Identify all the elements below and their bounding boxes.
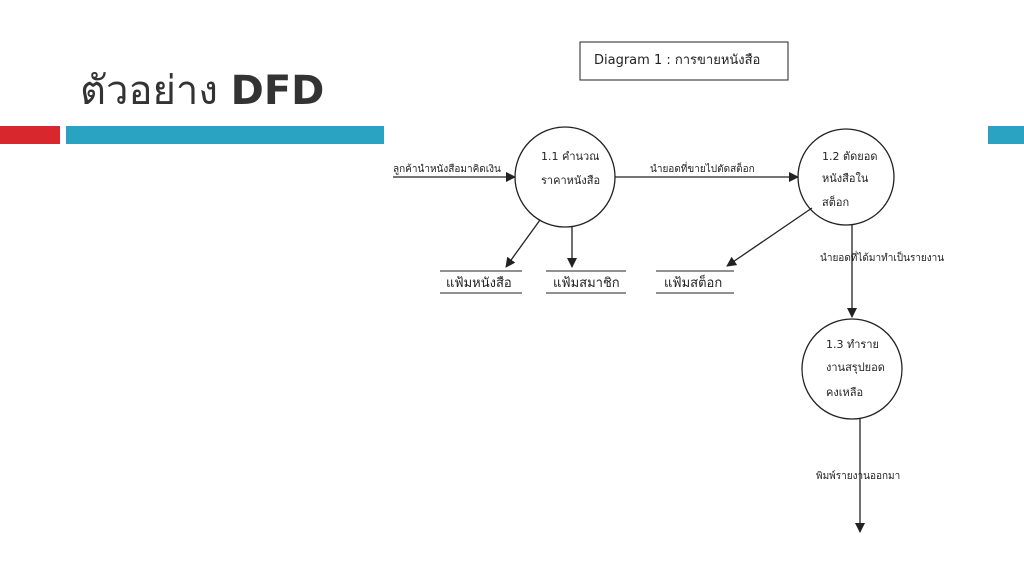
flow-output-label: พิมพ์รายงานออกมา [816, 470, 900, 482]
diagram-title-text: Diagram 1 : การขายหนังสือ [594, 52, 760, 68]
process-1-1-line2: ราคาหนังสือ [541, 174, 600, 187]
flow-p2-to-store-stock [726, 207, 813, 267]
diagram-title-box: Diagram 1 : การขายหนังสือ [579, 41, 789, 81]
process-1-3-line3: คงเหลือ [826, 386, 863, 399]
process-1-3-line2: งานสรุปยอด [826, 361, 885, 374]
data-store-stock-label: แฟ้มสต็อก [664, 273, 722, 291]
data-store-members-label: แฟ้มสมาชิก [553, 276, 620, 291]
accent-bar-blue-left [66, 126, 384, 144]
flow-p2-to-p3: นำยอดที่ได้มาทำเป็นรายงาน [820, 225, 944, 318]
flow-output: พิมพ์รายงานออกมา [816, 419, 900, 533]
flow-p1-to-p2-label: นำยอดที่ขายไปตัดสต็อก [650, 161, 755, 175]
accent-bar-red [0, 126, 60, 144]
flow-input-label: ลูกค้านำหนังสือมาคิดเงิน [393, 163, 501, 175]
accent-bar-blue-right [988, 126, 1024, 144]
data-store-books: แฟ้มหนังสือ [440, 270, 522, 294]
flow-input: ลูกค้านำหนังสือมาคิดเงิน [393, 163, 516, 182]
process-1-3: 1.3 ทำราย งานสรุปยอด คงเหลือ [801, 318, 903, 420]
flow-p2-to-p3-label: นำยอดที่ได้มาทำเป็นรายงาน [820, 250, 944, 264]
process-1-2-line3: สต็อก [822, 195, 849, 209]
slide-title: ตัวอย่าง DFD [80, 58, 324, 122]
process-1-1: 1.1 คำนวณ ราคาหนังสือ [514, 126, 616, 228]
data-store-stock: แฟ้มสต็อก [656, 270, 734, 294]
data-store-members: แฟ้มสมาชิก [546, 270, 626, 294]
flow-p1-to-store-books [505, 219, 541, 268]
process-1-3-line1: 1.3 ทำราย [826, 338, 879, 351]
process-1-2-line1: 1.2 ตัดยอด [822, 150, 877, 163]
data-store-books-label: แฟ้มหนังสือ [446, 275, 512, 291]
process-1-2: 1.2 ตัดยอด หนังสือใน สต็อก [797, 128, 895, 226]
title-prefix: ตัวอย่าง [80, 68, 218, 114]
flow-p1-to-p2: นำยอดที่ขายไปตัดสต็อก [615, 161, 799, 182]
process-1-1-line1: 1.1 คำนวณ [541, 150, 599, 163]
title-suffix: DFD [230, 68, 325, 114]
process-1-2-line2: หนังสือใน [822, 172, 869, 185]
